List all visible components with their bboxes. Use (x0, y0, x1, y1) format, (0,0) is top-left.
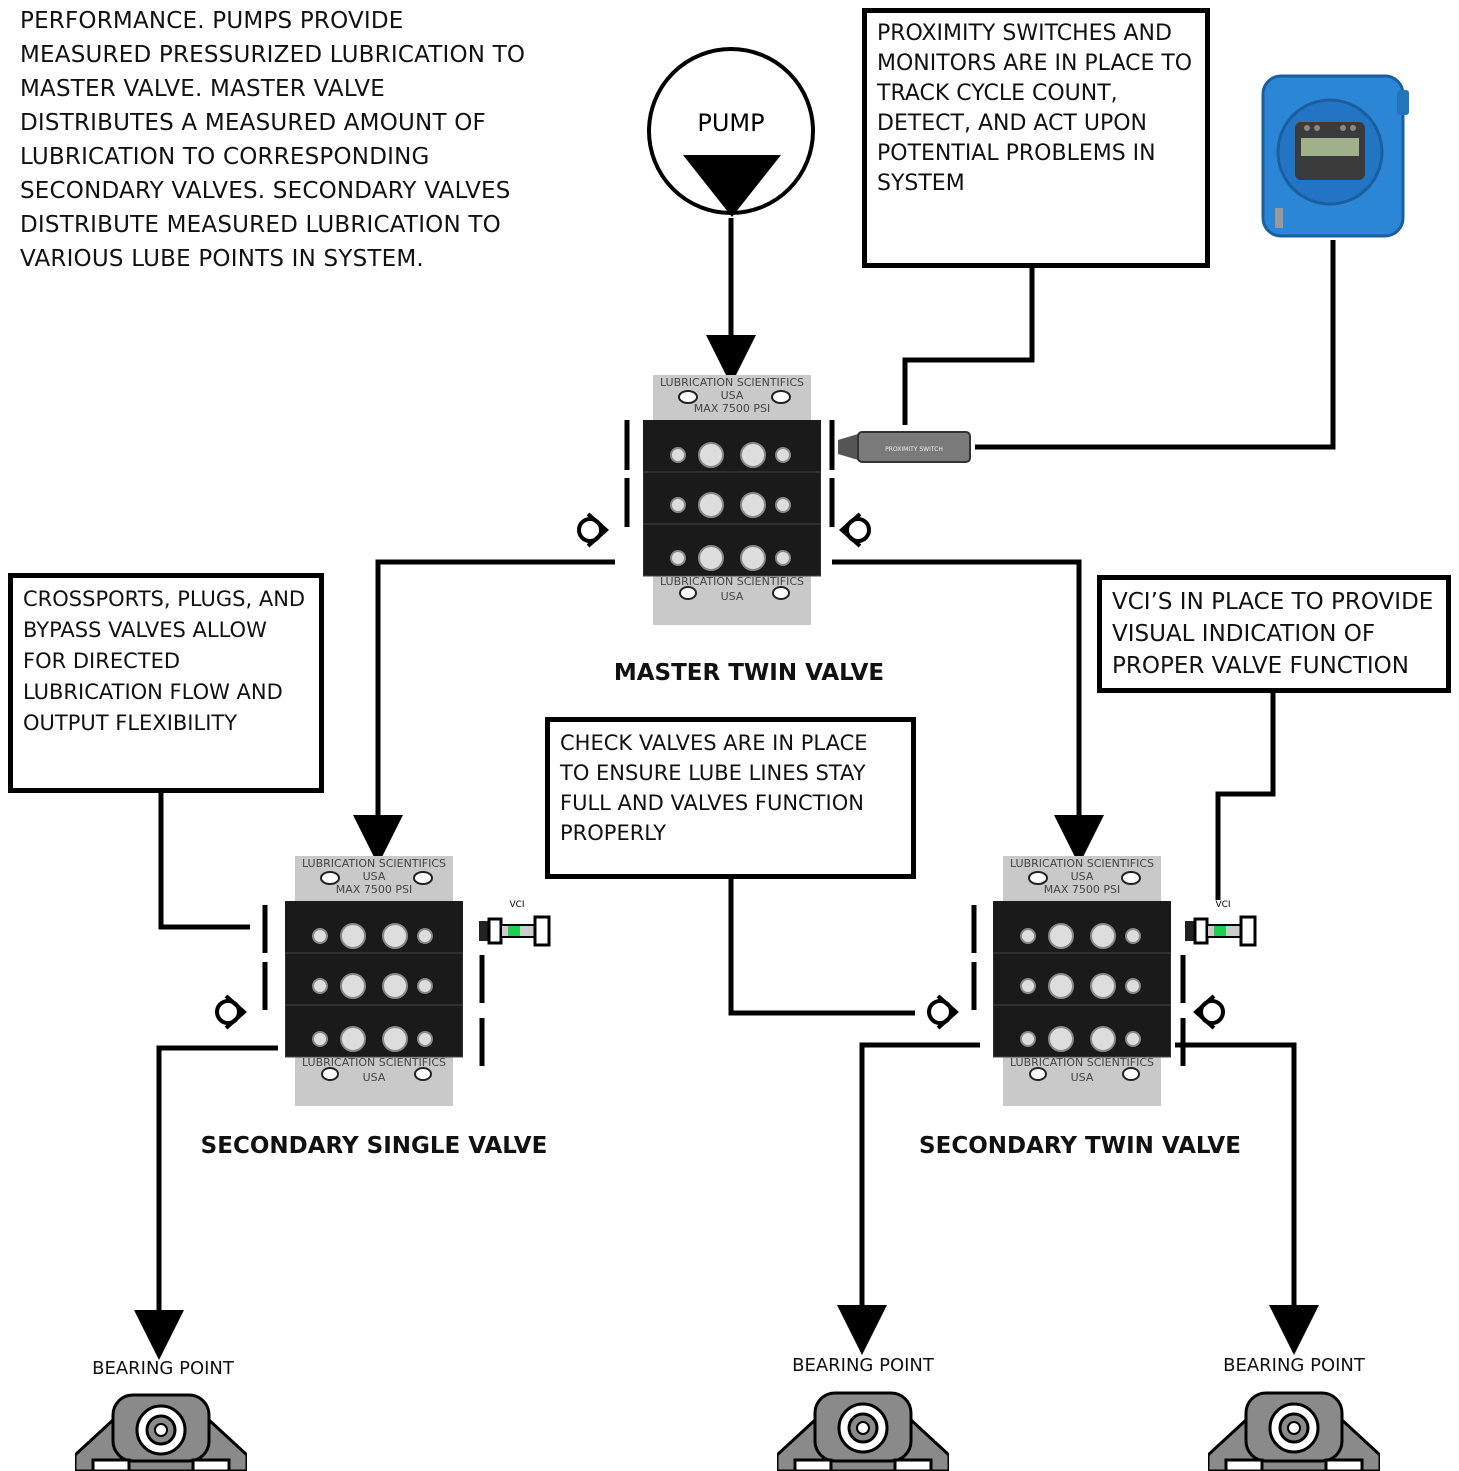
svg-text:LUBRICATION SCIENTIFICS: LUBRICATION SCIENTIFICS (660, 376, 804, 389)
crossports-callout: CROSSPORTS, PLUGS, AND BYPASS VALVES ALL… (8, 573, 324, 793)
secondary-twin-caption: SECONDARY TWIN VALVE (919, 1133, 1241, 1159)
intro-text: PERFORMANCE. PUMPS PROVIDE MEASURED PRES… (20, 8, 526, 272)
monitor-device (1261, 74, 1409, 238)
master-valve-caption: MASTER TWIN VALVE (613, 660, 885, 686)
secondary-twin-valve: LUBRICATION SCIENTIFICS USA MAX 7500 PSI… (993, 856, 1171, 1106)
bearing-icon (75, 1393, 247, 1471)
vci-callout: VCI’S IN PLACE TO PROVIDE VISUAL INDICAT… (1097, 575, 1451, 693)
proximity-callout: PROXIMITY SWITCHES AND MONITORS ARE IN P… (862, 8, 1210, 268)
bearing-label-1: BEARING POINT (92, 1358, 234, 1379)
master-twin-valve: LUBRICATION SCIENTIFICS USA MAX 7500 PSI… (643, 375, 821, 625)
vci-indicator-right: VCI (1185, 900, 1257, 947)
bearing-icon (777, 1391, 949, 1471)
bearing-label-3: BEARING POINT (1223, 1355, 1365, 1376)
secondary-single-caption: SECONDARY SINGLE VALVE (200, 1133, 548, 1159)
proximity-switch-label: PROXIMITY SWITCH (885, 446, 943, 453)
svg-text:LUBRICATION SCIENTIFICS: LUBRICATION SCIENTIFICS (302, 857, 446, 870)
svg-text:USA: USA (1071, 870, 1094, 883)
pump-label: PUMP (697, 109, 764, 137)
svg-text:USA: USA (363, 1071, 386, 1084)
vci-indicator-left: VCI (479, 900, 551, 947)
svg-text:MAX 7500 PSI: MAX 7500 PSI (1044, 883, 1120, 896)
svg-text:MAX 7500 PSI: MAX 7500 PSI (336, 883, 412, 896)
check-valve-callout: CHECK VALVES ARE IN PLACE TO ENSURE LUBE… (545, 717, 916, 879)
check-valve-icons (215, 512, 1225, 1030)
bearing-icon (1208, 1391, 1380, 1471)
svg-text:USA: USA (721, 590, 744, 603)
secondary-single-valve: LUBRICATION SCIENTIFICS USA MAX 7500 PSI… (285, 856, 463, 1106)
bearing-label-2: BEARING POINT (792, 1355, 934, 1376)
svg-text:LUBRICATION SCIENTIFICS: LUBRICATION SCIENTIFICS (1010, 857, 1154, 870)
svg-text:USA: USA (363, 870, 386, 883)
svg-text:LUBRICATION SCIENTIFICS: LUBRICATION SCIENTIFICS (302, 1056, 446, 1069)
svg-text:MAX 7500 PSI: MAX 7500 PSI (694, 402, 770, 415)
vci-label: VCI (509, 900, 524, 910)
vci-label: VCI (1215, 900, 1230, 910)
svg-text:USA: USA (1071, 1071, 1094, 1084)
svg-text:USA: USA (721, 389, 744, 402)
svg-text:LUBRICATION SCIENTIFICS: LUBRICATION SCIENTIFICS (1010, 1056, 1154, 1069)
svg-text:LUBRICATION SCIENTIFICS: LUBRICATION SCIENTIFICS (660, 575, 804, 588)
pump-symbol: PUMP (647, 47, 815, 217)
proximity-switch: PROXIMITY SWITCH (838, 431, 971, 463)
